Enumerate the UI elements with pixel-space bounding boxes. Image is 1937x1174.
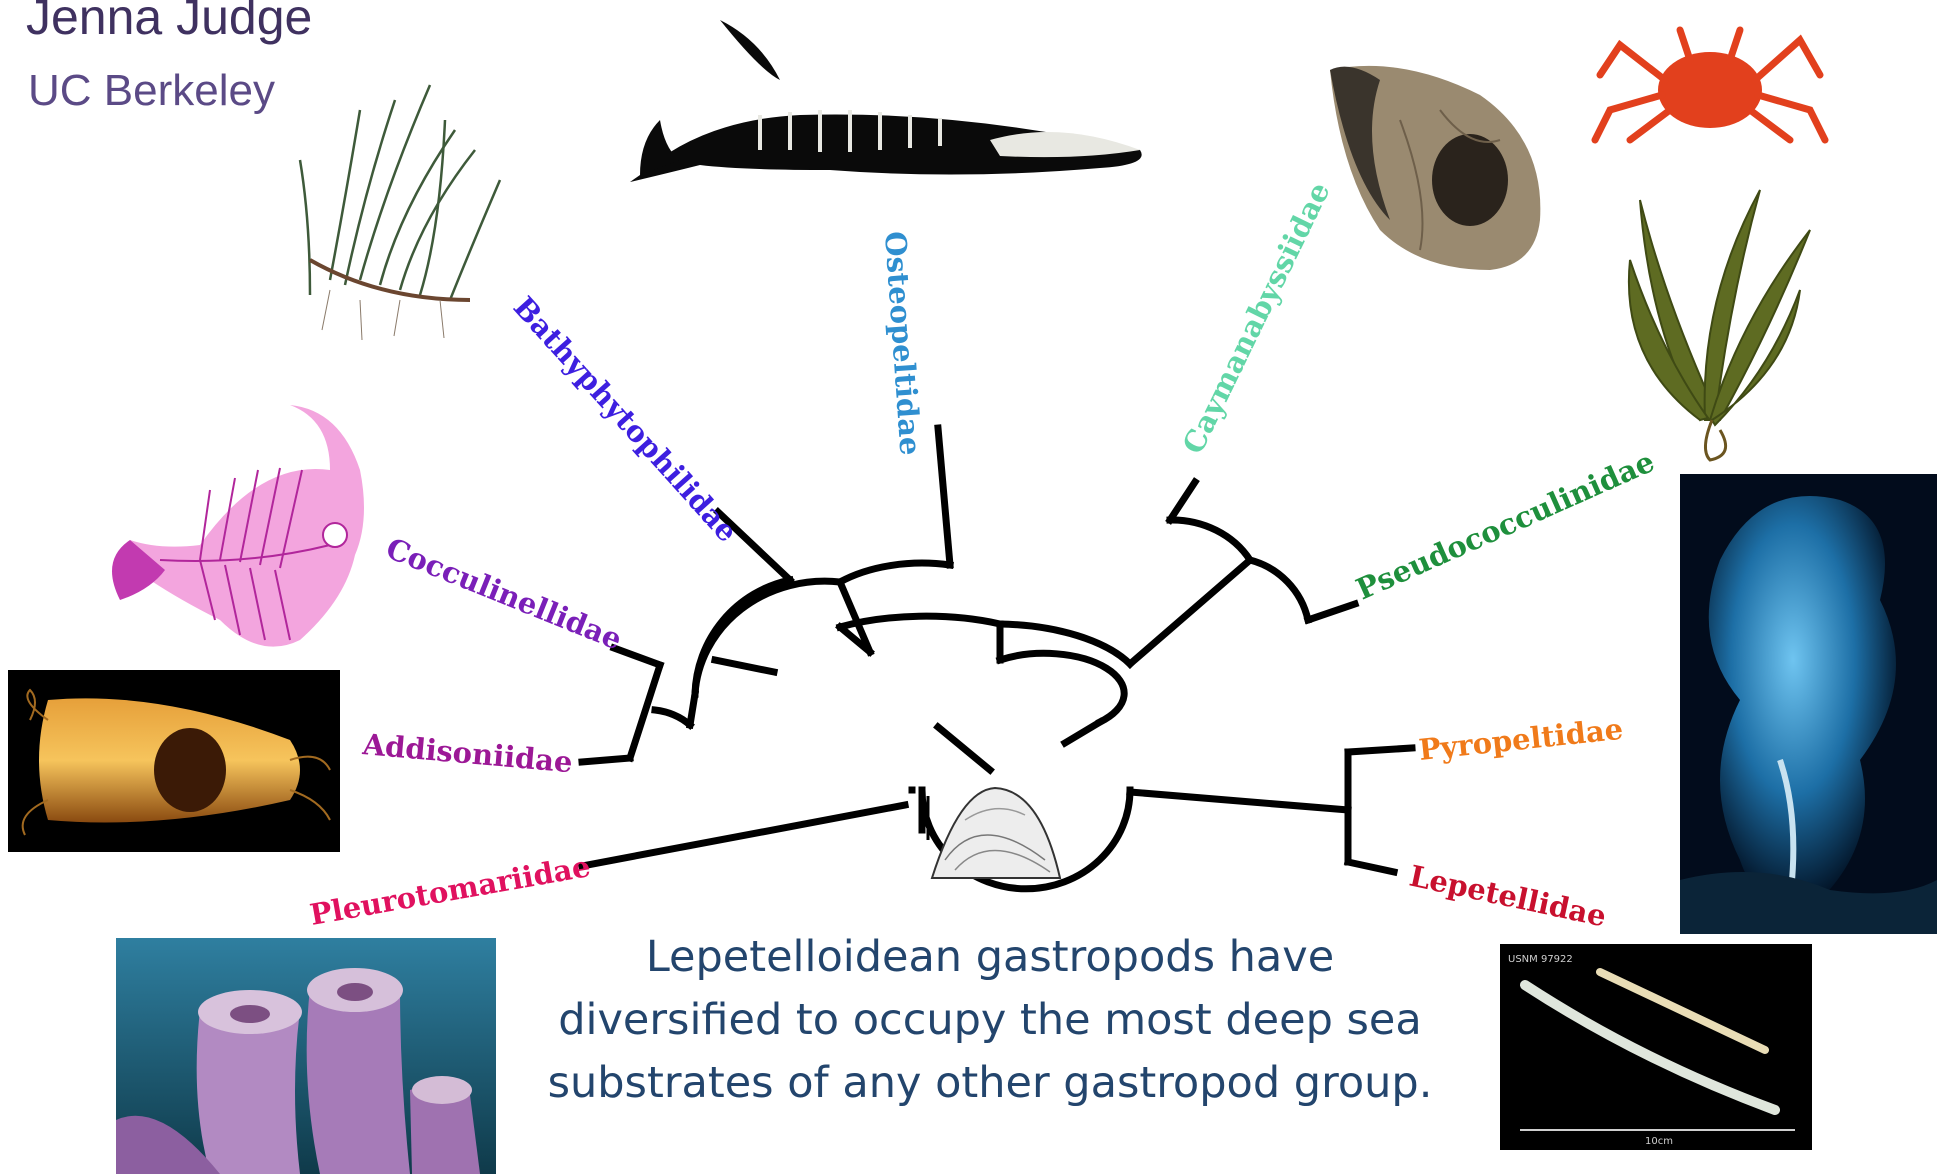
branch-pleurotomariidae (582, 805, 905, 866)
kelp-illustration (1629, 190, 1810, 460)
taxon-label: Pleurotomariidae (307, 849, 593, 932)
tube-sponge-photo (116, 938, 496, 1174)
worm-tube-photo: USNM 97922 10cm (1500, 944, 1812, 1150)
branch-addisoniidae (582, 758, 630, 762)
branch-osteopeltidae (938, 428, 950, 565)
taxon-label: Pyropeltidae (1417, 712, 1624, 767)
taxon-label: Lepetellidae (1407, 859, 1610, 934)
hydrothermal-vent-photo (1680, 474, 1937, 934)
taxon-label: Caymanabyssiidae (1176, 177, 1337, 459)
crab-photo (1595, 30, 1825, 140)
taxon-label: Addisoniidae (360, 727, 574, 779)
branch-lepetellidae (1348, 862, 1394, 872)
taxon-label: Osteopeltidae (878, 230, 928, 456)
specimen-id: USNM 97922 (1508, 954, 1573, 965)
taxon-label: Cocculinellidae (381, 531, 626, 657)
sunken-wood-photo (1330, 66, 1540, 270)
taxon-label: Bathyphytophilidae (507, 290, 745, 549)
branch-pseudococculinidae (1308, 604, 1355, 620)
fish-skeleton-photo (112, 405, 364, 647)
branch-pyropeltidae (1348, 748, 1412, 752)
whale-skeleton-illustration (630, 20, 1142, 182)
seagrass-illustration (300, 85, 500, 340)
branch-cocculinellidae (614, 648, 660, 665)
scale-bar-label: 10cm (1645, 1136, 1673, 1147)
caption: Lepetelloidean gastropods have diversifi… (540, 926, 1440, 1115)
limpet-shell-icon (928, 788, 1060, 878)
taxon-label: Pseudococculinidae (1351, 444, 1659, 606)
shark-egg-case-photo (8, 670, 340, 852)
branch-caymanabyssiidae (1170, 482, 1195, 520)
